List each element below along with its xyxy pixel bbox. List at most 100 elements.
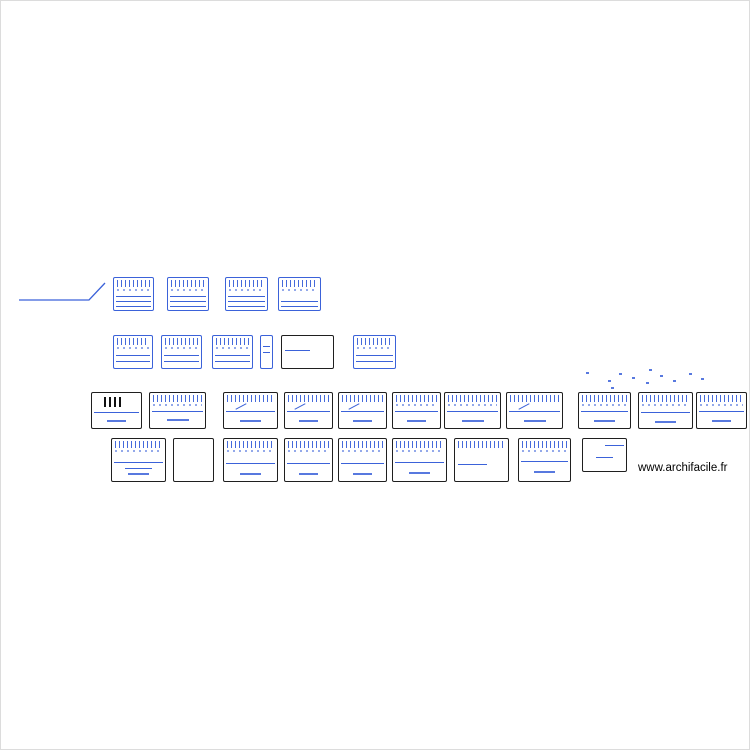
plan-detail-hline: [699, 411, 744, 413]
plan-detail-hline: [263, 352, 270, 353]
plan-detail-micro: [342, 450, 383, 452]
plan-room-box[interactable]: [111, 438, 166, 482]
dimension-speck: [673, 380, 676, 382]
plan-detail-ticks: [153, 395, 202, 402]
plan-detail-hline: [228, 301, 265, 303]
plan-room-box[interactable]: [113, 277, 154, 311]
plan-detail-ticks: [357, 338, 392, 345]
plan-detail-hline: [116, 306, 151, 308]
dimension-speck: [646, 382, 649, 384]
plan-room-box[interactable]: [225, 277, 268, 311]
plan-detail-hline: [604, 444, 624, 446]
plan-detail-hline: [170, 301, 206, 303]
plan-room-box[interactable]: [167, 277, 209, 311]
plan-room-box[interactable]: [161, 335, 202, 369]
plan-detail-label: [127, 473, 150, 476]
plan-detail-ticks: [288, 441, 329, 448]
plan-detail-arrow: [294, 402, 306, 410]
plan-room-box[interactable]: [91, 392, 142, 429]
plan-detail-label: [461, 419, 484, 422]
plan-detail-hline: [457, 464, 487, 466]
plan-detail-ticks: [642, 395, 689, 402]
plan-room-box[interactable]: [506, 392, 563, 429]
plan-detail-hline: [116, 360, 150, 362]
plan-room-box[interactable]: [518, 438, 571, 482]
plan-detail-hline: [581, 411, 628, 413]
plan-detail-micro: [396, 404, 437, 406]
plan-detail-ticks: [171, 280, 205, 287]
plan-detail-hline: [281, 306, 318, 308]
plan-detail-hline: [215, 360, 250, 362]
plan-room-box[interactable]: [260, 335, 273, 369]
plan-room-box[interactable]: [278, 277, 321, 311]
plan-detail-ticks: [115, 441, 162, 448]
plan-detail-micro: [229, 289, 264, 291]
plan-detail-hline: [152, 410, 203, 412]
plan-detail-ticks: [282, 280, 317, 287]
plan-room-box[interactable]: [338, 438, 387, 482]
plan-detail-label: [299, 472, 318, 475]
plan-room-box[interactable]: [281, 335, 334, 369]
plan-room-box[interactable]: [638, 392, 693, 429]
plan-room-box[interactable]: [284, 438, 333, 482]
plan-detail-label: [407, 419, 426, 422]
plan-detail-hline: [356, 360, 393, 362]
plan-detail-hline: [94, 412, 139, 414]
plan-detail-label: [523, 420, 546, 423]
plan-room-box[interactable]: [173, 438, 214, 482]
plan-detail-hline: [281, 301, 318, 303]
watermark-text: www.archifacile.fr: [638, 462, 728, 474]
plan-room-box[interactable]: [338, 392, 387, 429]
plan-detail-ticks: [288, 395, 329, 402]
dimension-speck: [632, 377, 635, 379]
wall-polyline[interactable]: [19, 282, 106, 301]
plan-detail-hline: [226, 411, 275, 413]
plan-detail-hline: [356, 355, 393, 357]
plan-detail-hline: [509, 411, 560, 413]
plan-detail-ticks: [700, 395, 743, 402]
plan-detail-micro: [171, 289, 205, 291]
plan-detail-label: [594, 420, 615, 423]
dimension-speck: [608, 380, 611, 382]
plan-detail-hline: [114, 462, 163, 464]
plan-detail-hline: [228, 306, 265, 308]
plan-detail-ticks: [458, 441, 505, 448]
plan-detail-hline: [284, 350, 311, 352]
plan-detail-micro: [700, 404, 743, 406]
plan-detail-ticks: [396, 395, 437, 402]
dimension-speck: [701, 378, 704, 380]
plan-detail-cluster: [103, 396, 121, 407]
plan-room-box[interactable]: [444, 392, 501, 429]
plan-detail-hline: [287, 463, 330, 465]
plan-detail-ticks: [448, 395, 497, 402]
plan-detail-ticks: [227, 395, 274, 402]
plan-room-box[interactable]: [353, 335, 396, 369]
plan-room-box[interactable]: [696, 392, 747, 429]
plan-room-box[interactable]: [392, 438, 447, 482]
plan-room-box[interactable]: [578, 392, 631, 429]
plan-detail-hline: [341, 463, 384, 465]
plan-detail-micro: [642, 404, 689, 406]
plan-room-box[interactable]: [223, 392, 278, 429]
plan-detail-hline: [164, 360, 199, 362]
plan-detail-micro: [582, 404, 627, 406]
plan-room-box[interactable]: [392, 392, 441, 429]
dimension-speck: [660, 375, 663, 377]
plan-room-box[interactable]: [582, 438, 627, 472]
plan-detail-micro: [153, 404, 202, 406]
plan-room-box[interactable]: [223, 438, 278, 482]
plan-detail-label: [711, 420, 732, 423]
plan-room-box[interactable]: [454, 438, 509, 482]
plan-room-box[interactable]: [212, 335, 253, 369]
plan-room-box[interactable]: [113, 335, 153, 369]
plan-detail-hline: [341, 411, 384, 413]
plan-detail-hline: [263, 345, 270, 347]
plan-room-box[interactable]: [284, 392, 333, 429]
plan-detail-ticks: [216, 338, 249, 345]
dimension-speck: [586, 372, 589, 374]
plan-room-box[interactable]: [149, 392, 206, 429]
plan-detail-micro: [216, 347, 249, 349]
plan-detail-label: [353, 420, 372, 423]
plan-detail-arrow: [348, 402, 360, 410]
